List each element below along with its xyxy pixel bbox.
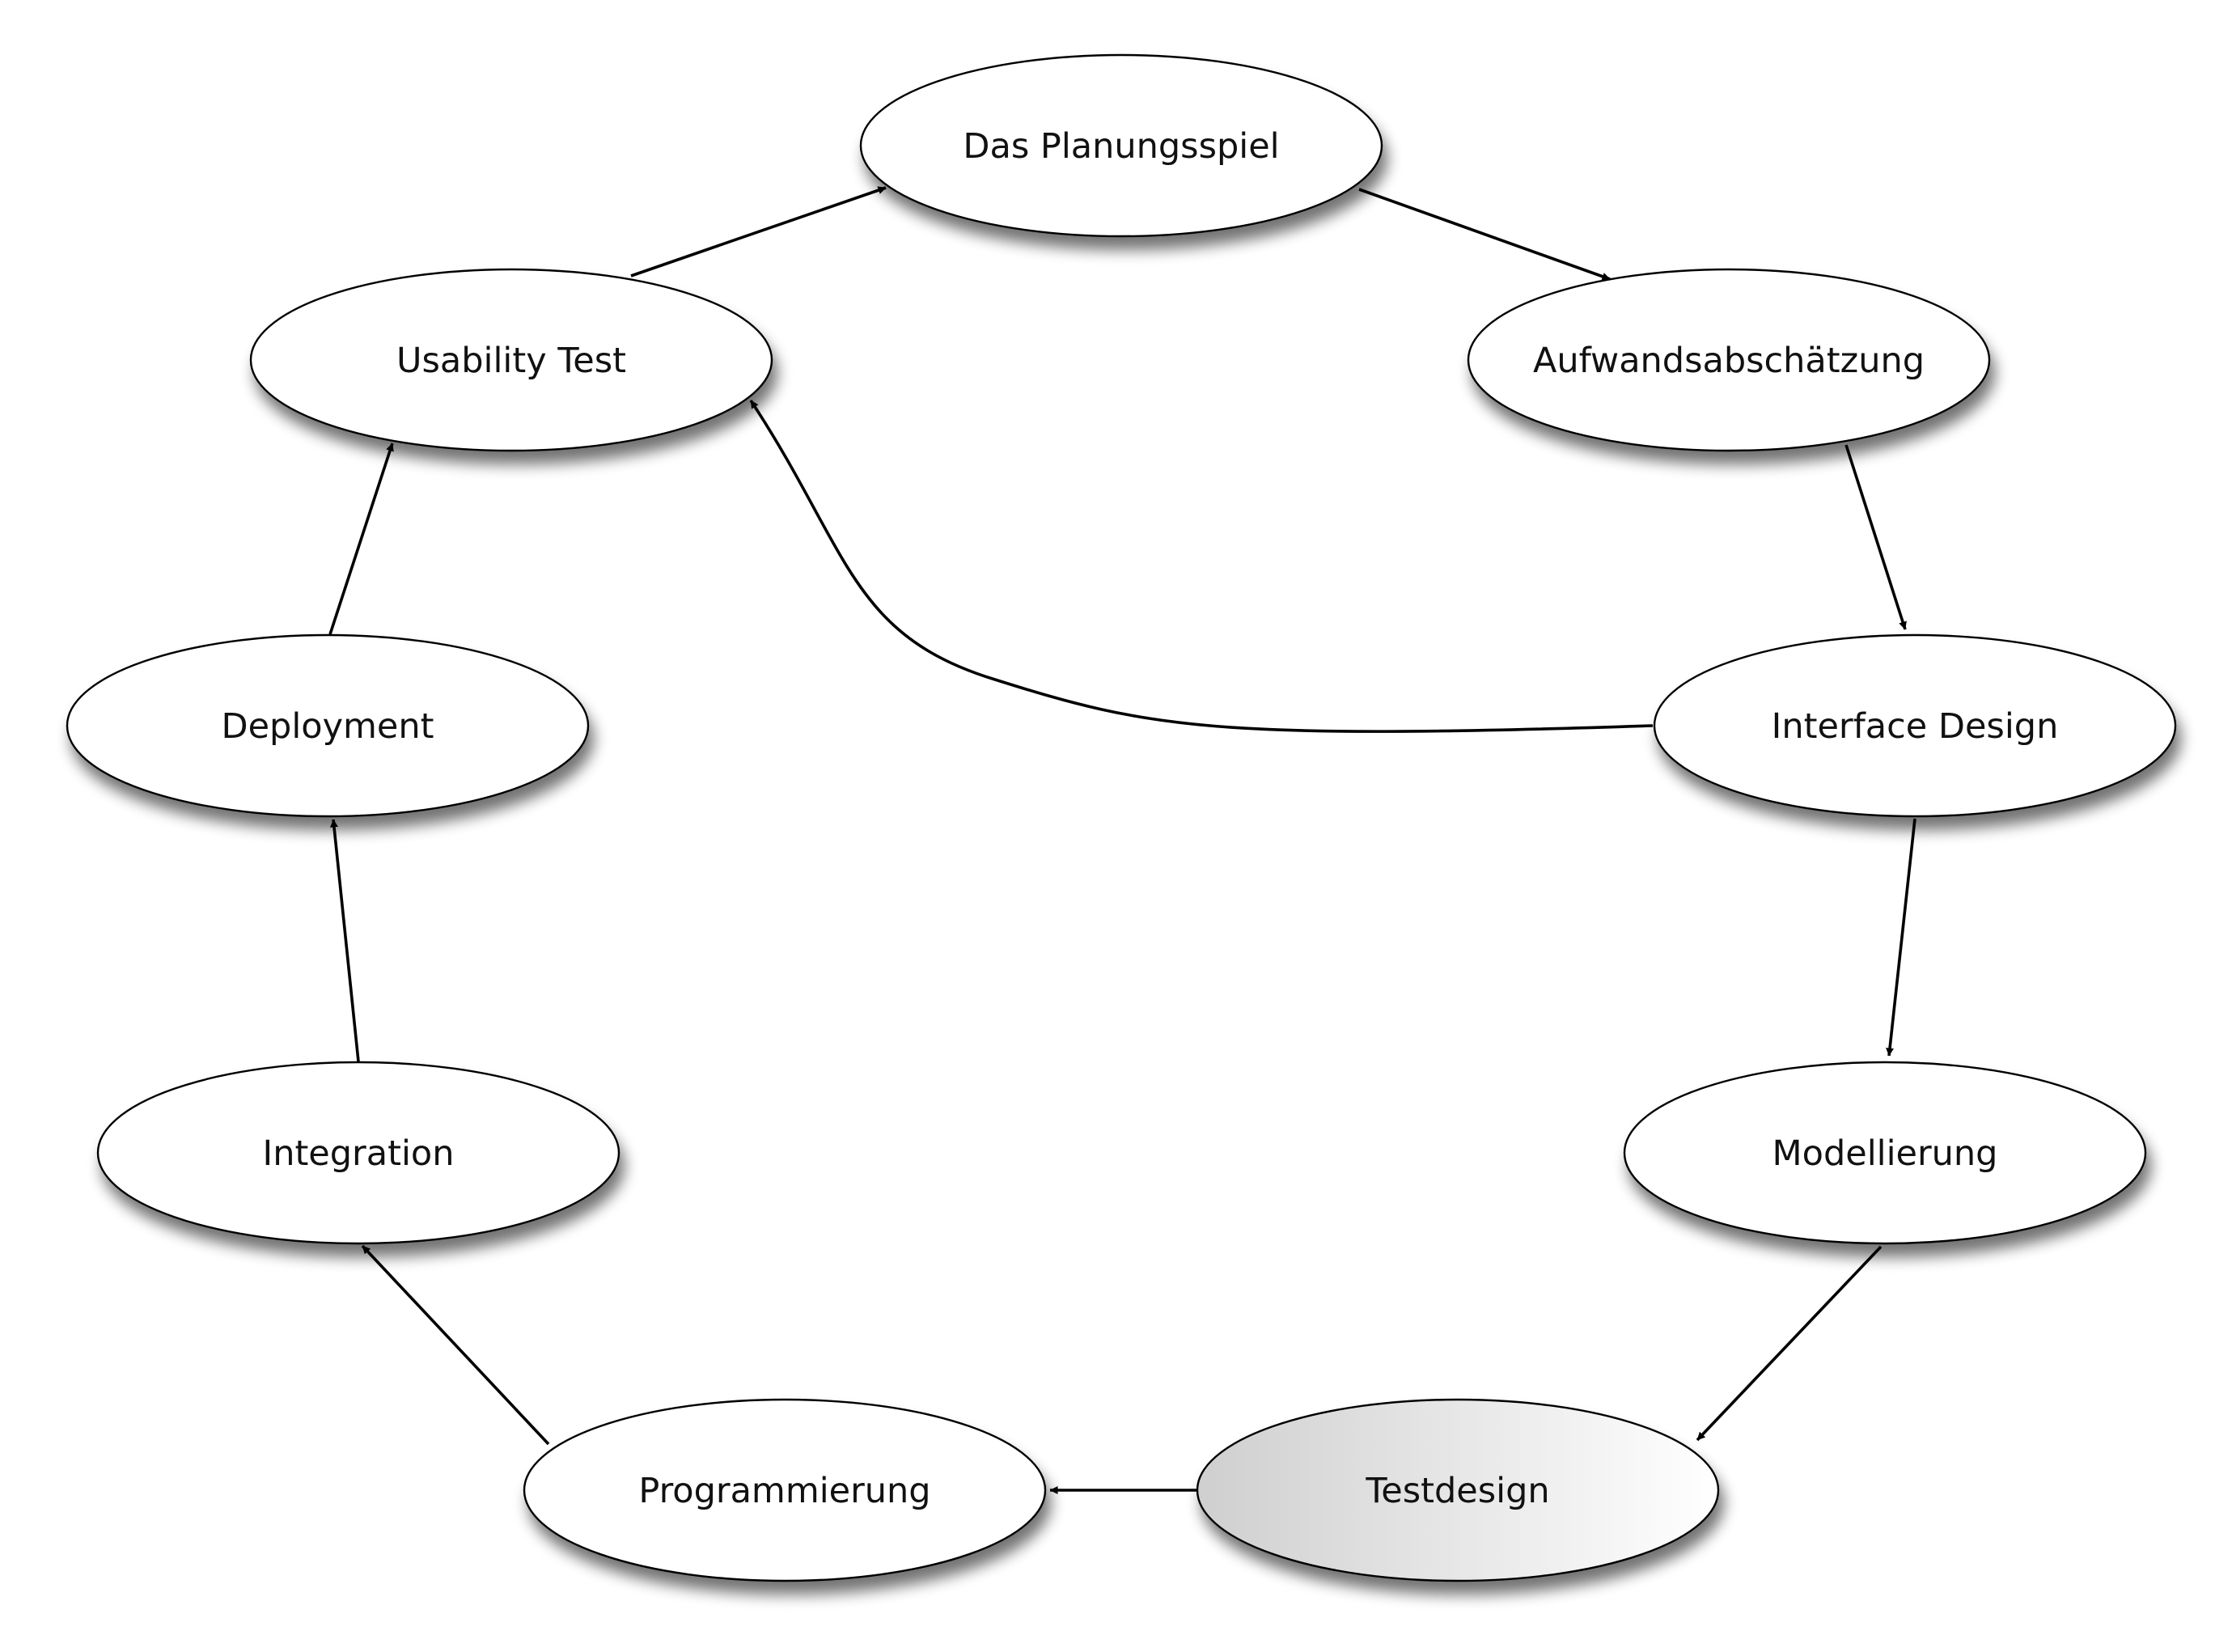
edge-programmierung-to-integration — [361, 1244, 550, 1446]
node-testdesign-shape — [1196, 1398, 1720, 1582]
node-aufwandsabschaetzung[interactable]: Aufwandsabschätzung — [1467, 268, 1991, 452]
edge-usability-to-planungsspiel — [630, 186, 887, 277]
node-programmierung-shape — [523, 1398, 1047, 1582]
edge-interface-to-usability — [749, 400, 1654, 733]
node-deployment-shape — [66, 633, 590, 818]
node-aufwandsabschaetzung-shape — [1467, 268, 1991, 452]
edge-deployment-to-usability — [328, 443, 394, 635]
node-interface-design-shape — [1653, 633, 2177, 818]
node-usability-test-label: Usability Test — [396, 341, 626, 381]
node-usability-test-shape — [249, 268, 773, 452]
edge-modellierung-to-testdesign — [1696, 1245, 1883, 1442]
node-interface-design[interactable]: Interface Design — [1653, 633, 2177, 818]
node-testdesign-label: Testdesign — [1365, 1471, 1549, 1511]
edge-planungsspiel-to-aufwand — [1358, 188, 1611, 281]
node-modellierung-label: Modellierung — [1772, 1133, 1998, 1174]
node-integration-label: Integration — [263, 1133, 455, 1174]
node-usability-test[interactable]: Usability Test — [249, 268, 773, 452]
node-integration[interactable]: Integration — [96, 1061, 620, 1245]
edge-integration-to-deployment — [330, 819, 360, 1062]
edge-aufwand-to-interface — [1844, 444, 1907, 630]
edges — [328, 186, 1916, 1494]
node-programmierung[interactable]: Programmierung — [523, 1398, 1047, 1582]
node-das-planungsspiel[interactable]: Das Planungsspiel — [859, 53, 1383, 238]
node-modellierung[interactable]: Modellierung — [1623, 1061, 2147, 1245]
node-testdesign[interactable]: Testdesign — [1196, 1398, 1720, 1582]
nodes: Das Planungsspiel Aufwandsabschätzung In… — [66, 53, 2177, 1582]
node-modellierung-shape — [1623, 1061, 2147, 1245]
node-deployment[interactable]: Deployment — [66, 633, 590, 818]
node-aufwandsabschaetzung-label: Aufwandsabschätzung — [1533, 341, 1925, 381]
node-interface-design-label: Interface Design — [1772, 706, 2059, 747]
node-das-planungsspiel-shape — [859, 53, 1383, 238]
node-deployment-label: Deployment — [221, 706, 434, 747]
edge-interface-to-modellierung — [1886, 818, 1916, 1057]
node-das-planungsspiel-label: Das Planungsspiel — [963, 126, 1279, 167]
node-integration-shape — [96, 1061, 620, 1245]
node-programmierung-label: Programmierung — [638, 1471, 930, 1511]
